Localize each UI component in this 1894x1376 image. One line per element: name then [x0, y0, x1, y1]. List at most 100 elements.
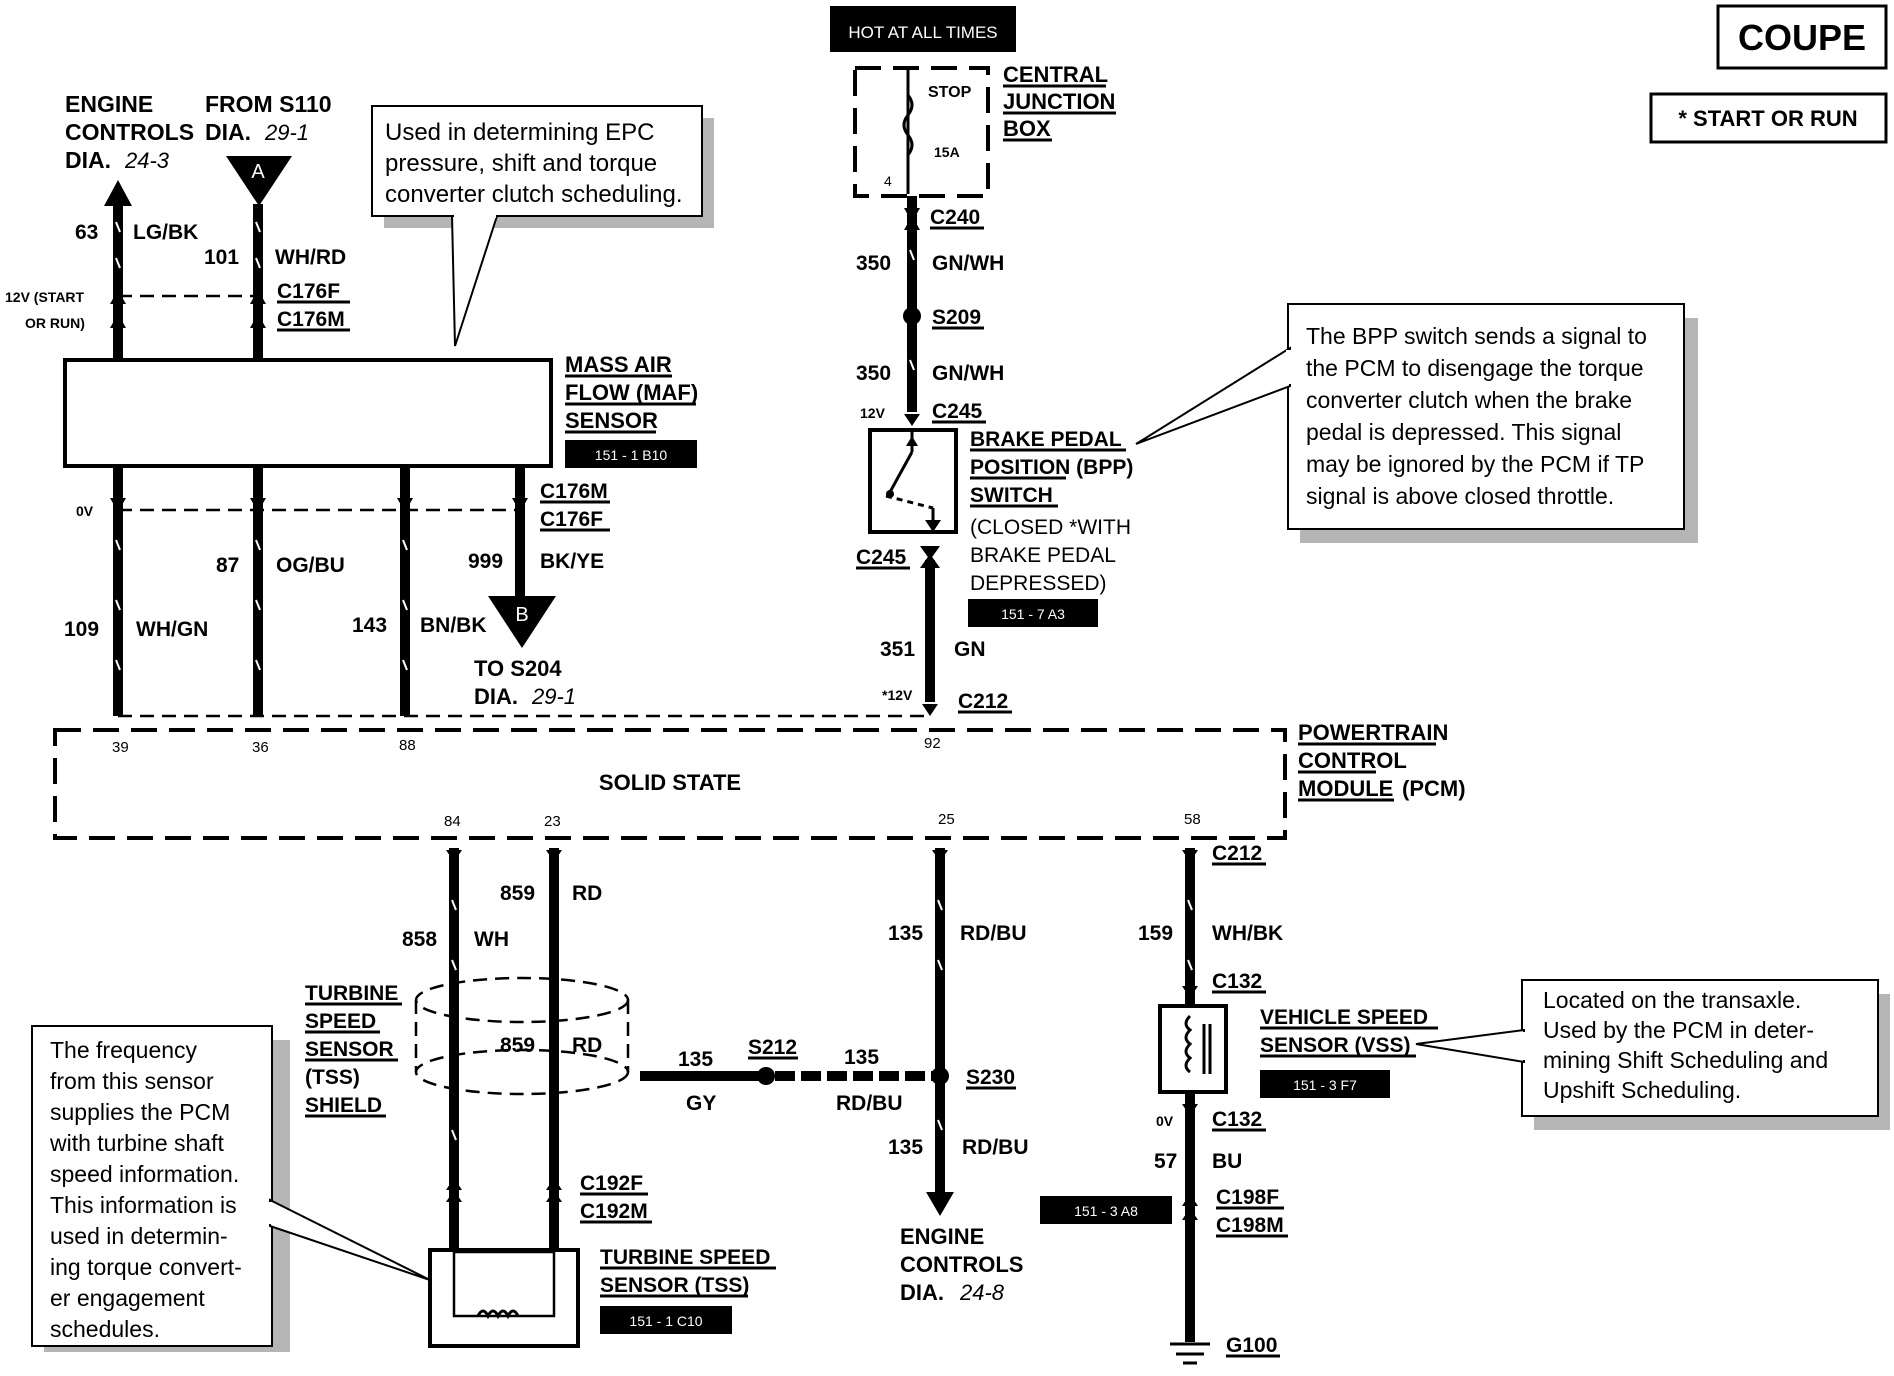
from-s110: FROM S110 DIA. 29-1 A	[205, 91, 332, 206]
note-line: with turbine shaft	[49, 1130, 224, 1156]
pcm-module: SOLID STATE POWERTRAIN CONTROL MODULE (P…	[53, 720, 1466, 840]
connector-icon	[904, 208, 920, 222]
connector-icon	[446, 1178, 462, 1190]
connector-icon	[250, 498, 266, 512]
connector-icon	[250, 314, 266, 328]
connector-label: C176M	[540, 480, 608, 503]
vss-label: VEHICLE SPEED	[1260, 1006, 1428, 1029]
wire-number: 350	[856, 252, 891, 275]
connector-icon	[1182, 986, 1198, 998]
connector-label: C176F	[277, 280, 340, 303]
engine-controls-dia: DIA.	[900, 1280, 944, 1305]
note-line: er engagement	[50, 1285, 205, 1311]
splice-label: S209	[932, 306, 981, 329]
wire-color: WH/RD	[275, 246, 346, 269]
coupe-box: COUPE	[1716, 4, 1888, 70]
pin-number: 84	[444, 813, 461, 830]
marker-a-label: A	[251, 161, 265, 183]
connector-icon	[446, 1190, 462, 1202]
voltage-label: 0V	[1156, 1113, 1174, 1129]
note-line: converter clutch scheduling.	[385, 181, 683, 208]
pin-number: 25	[938, 811, 955, 828]
maf-sensor: MASS AIR FLOW (MAF) SENSOR 151 - 1 B10	[63, 352, 698, 468]
wire-color: BK/YE	[540, 550, 604, 573]
wire-color: OG/BU	[276, 554, 345, 577]
to-s204-dia-num: 29-1	[531, 684, 576, 709]
note-line: mining Shift Scheduling and	[1543, 1047, 1828, 1073]
note-line: ing torque convert-	[50, 1254, 242, 1280]
note-line: the PCM to disengage the torque	[1306, 355, 1644, 381]
pcm-label: MODULE	[1298, 776, 1393, 801]
bpp-label: POSITION (BPP)	[970, 456, 1133, 479]
connector-icon	[446, 850, 462, 862]
engine-controls-dia: DIA.	[65, 147, 111, 173]
wire-number: 858	[402, 928, 437, 951]
wire-number: 143	[352, 614, 387, 637]
wire-color: GY	[686, 1092, 716, 1115]
epc-note: Used in determining EPC pressure, shift …	[371, 105, 714, 347]
pcm-label: (PCM)	[1402, 776, 1466, 801]
connector-label: C212	[1212, 842, 1262, 865]
note-line: supplies the PCM	[50, 1099, 230, 1125]
wire-number: 135	[888, 1136, 923, 1159]
vss-note: Located on the transaxle. Used by the PC…	[1415, 979, 1890, 1130]
splice-label: S212	[748, 1036, 797, 1059]
connector-label: C176M	[277, 308, 345, 331]
engine-controls-label-2: CONTROLS	[900, 1252, 1023, 1277]
tss-label: TURBINE SPEED	[600, 1246, 770, 1269]
note-line: speed information.	[50, 1161, 239, 1187]
wire-color: LG/BK	[133, 221, 198, 244]
wire-number: 350	[856, 362, 891, 385]
engine-controls-dia-num: 24-8	[959, 1280, 1005, 1305]
wire-color: BU	[1212, 1150, 1242, 1173]
connector-icon	[546, 850, 562, 862]
wire-color: GN	[954, 638, 986, 661]
arrow-down-icon	[926, 1192, 954, 1216]
wire-color: RD/BU	[962, 1136, 1029, 1159]
turbine-speed-sensor: TURBINE SPEED SENSOR (TSS) 151 - 1 C10	[428, 1246, 776, 1348]
to-s204: B TO S204 DIA. 29-1	[474, 596, 576, 709]
hot-at-all-times-banner: HOT AT ALL TIMES	[830, 6, 1016, 52]
vss-ref-tag: 151 - 3 F7	[1293, 1077, 1357, 1093]
wire-number: 859	[500, 882, 535, 905]
tss-shield-label: SHIELD	[305, 1094, 382, 1117]
fuse-icon	[902, 94, 914, 156]
connector-icon	[1182, 1104, 1198, 1116]
pin-number: 36	[252, 739, 269, 756]
connector-icon	[110, 498, 126, 512]
vehicle-speed-sensor: VEHICLE SPEED SENSOR (VSS) 151 - 3 F7	[1158, 1004, 1438, 1098]
connector-label: C192M	[580, 1200, 648, 1223]
offpage-marker-b-icon	[488, 596, 556, 648]
splice-icon	[903, 307, 921, 325]
connector-icon	[1182, 1194, 1198, 1206]
pin-number: 23	[544, 813, 561, 830]
connector-icon	[1182, 850, 1198, 862]
connector-icon	[250, 290, 266, 304]
tss-shield-label: TURBINE	[305, 982, 398, 1005]
connector-icon	[922, 704, 938, 716]
vss-label: SENSOR (VSS)	[1260, 1034, 1411, 1057]
note-line: may be ignored by the PCM if TP	[1306, 451, 1644, 477]
coil-icon	[476, 1309, 520, 1320]
coupe-label: COUPE	[1738, 17, 1866, 58]
bpp-label: SWITCH	[970, 484, 1053, 507]
connector-label: C245	[856, 546, 907, 569]
engine-controls-top: ENGINE CONTROLS DIA. 24-3	[65, 91, 194, 173]
connector-icon	[546, 1178, 562, 1190]
central-junction-box: STOP 15A 4 CENTRAL JUNCTION BOX	[853, 62, 1116, 198]
connector-label: C132	[1212, 970, 1262, 993]
note-line: from this sensor	[50, 1068, 214, 1094]
voltage-label: *12V	[882, 687, 913, 703]
connector-icon	[110, 290, 126, 304]
wire-color: RD	[572, 882, 602, 905]
to-s204-dia: DIA.	[474, 684, 518, 709]
arrow-up-icon	[104, 180, 132, 206]
voltage-label: 12V	[860, 405, 886, 421]
pin-number: 92	[924, 735, 941, 752]
switch-icon	[888, 451, 914, 493]
from-s110-dia: DIA.	[205, 119, 251, 145]
engine-controls-label: ENGINE	[65, 91, 153, 117]
wire-number: 351	[880, 638, 915, 661]
wire-color: GN/WH	[932, 252, 1004, 275]
bpp-label: BRAKE PEDAL	[970, 428, 1122, 451]
